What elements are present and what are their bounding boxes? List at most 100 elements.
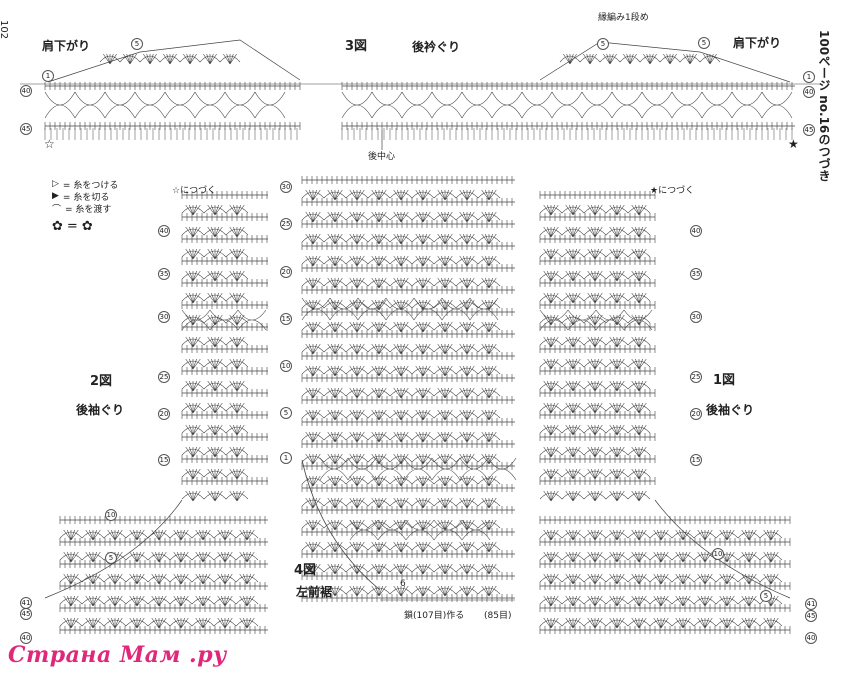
fan-stitch-row: [539, 226, 651, 238]
row-number: 5: [280, 407, 292, 419]
shoulder-slope-right-label: 肩下がり: [733, 36, 782, 50]
row-number: 30: [280, 181, 292, 193]
mesh-stitch-row: [319, 457, 517, 481]
figure-3-title: 後衿ぐり: [412, 40, 461, 54]
fan-stitch-row: [539, 270, 651, 282]
mesh-stitch-row: [44, 91, 286, 119]
stitch-ticks: [59, 516, 266, 524]
cluster-stitch-icon: ✿: [81, 218, 93, 234]
edging-row-label: 縁編み1段め: [598, 13, 649, 23]
row-number: 1: [280, 452, 292, 464]
fan-stitch-row: [181, 380, 249, 392]
stitch-ticks: [301, 264, 513, 272]
figure-1-title: 後袖ぐり: [706, 403, 755, 417]
mesh-stitch-row: [539, 309, 653, 331]
fan-stitch-row: [539, 424, 651, 436]
legend-text: =: [66, 218, 78, 234]
fan-stitch-row: [301, 409, 501, 421]
row-number: 40: [803, 86, 815, 98]
row-number: 5: [698, 37, 710, 49]
row-number: 1: [42, 70, 54, 82]
stitch-ticks: [59, 560, 266, 568]
fan-stitch-row: [301, 343, 501, 355]
row-number: 40: [690, 225, 702, 237]
row-number: 15: [280, 313, 292, 325]
black-star-marker: ★: [788, 137, 799, 151]
stitch-ticks: [301, 572, 513, 580]
stitch-ticks: [59, 538, 266, 546]
continue-to-black-star: ★につづく: [650, 186, 695, 196]
stitch-ticks: [301, 396, 513, 404]
stitch-ticks: [301, 550, 513, 558]
row-number: 5: [760, 590, 772, 602]
row-number: 45: [805, 610, 817, 622]
fan-stitch-row: [181, 468, 249, 480]
fan-stitch-row: [181, 226, 249, 238]
figure-1-number: 1図: [713, 373, 736, 388]
fan-stitch-row: [301, 277, 501, 289]
fan-stitch-row: [181, 490, 249, 502]
row-number: 25: [690, 371, 702, 383]
fan-stitch-row: [539, 446, 651, 458]
legend-cut-yarn: ▶ = 糸を切る: [52, 190, 110, 203]
stitch-ticks: [539, 213, 656, 221]
row-number: 25: [158, 371, 170, 383]
fan-stitch-row: [181, 204, 249, 216]
stitch-ticks: [539, 560, 791, 568]
stitch-ticks: [301, 484, 513, 492]
row-number: 30: [690, 311, 702, 323]
legend-text: = 糸を切る: [62, 192, 110, 203]
fan-stitch-row: [539, 380, 651, 392]
figure-4-title: 左前裾: [296, 585, 333, 599]
stitch-ticks: [539, 626, 791, 634]
stitch-ticks: [181, 477, 268, 485]
mesh-stitch-row: [341, 91, 793, 119]
fan-stitch-row: [99, 53, 241, 65]
attach-yarn-icon: ▷: [52, 179, 59, 189]
fan-stitch-row: [539, 292, 651, 304]
fan-stitch-row: [539, 468, 651, 480]
fan-stitch-row: [181, 446, 249, 458]
fan-stitch-row: [301, 585, 501, 597]
shoulder-slope-left: [47, 39, 301, 83]
fan-stitch-row: [181, 402, 249, 414]
continue-to-white-star: ☆につづく: [172, 186, 217, 196]
row-number: 5: [105, 552, 117, 564]
figure-3-number: 3図: [345, 39, 368, 54]
fan-stitch-row: [59, 529, 259, 541]
row-number: 15: [158, 454, 170, 466]
fan-stitch-row: [301, 387, 501, 399]
fan-stitch-row: [59, 595, 259, 607]
legend-text: = 糸を渡す: [65, 204, 112, 215]
stitch-ticks: [44, 82, 301, 90]
row-number: 40: [20, 85, 32, 97]
fan-stitch-row: [559, 53, 721, 65]
fan-stitch-row: [181, 292, 249, 304]
fan-stitch-row: [301, 497, 501, 509]
back-center-label: 後中心: [368, 152, 396, 162]
figure-2-number: 2図: [90, 374, 113, 389]
site-watermark: Страна Мам .ру: [8, 642, 227, 668]
figure-4-number: 4図: [294, 563, 317, 578]
stitch-ticks: [301, 176, 513, 184]
fan-stitch-row: [539, 248, 651, 260]
cut-yarn-icon: ▶: [52, 191, 59, 201]
stitch-ticks: [301, 330, 513, 338]
fan-stitch-row: [301, 541, 501, 553]
row-number: 41: [805, 598, 817, 610]
stitch-ticks: [539, 411, 656, 419]
stitch-ticks: [181, 389, 268, 397]
fan-stitch-row: [539, 529, 783, 541]
stitch-ticks: [539, 279, 656, 287]
stitch-ticks: [539, 477, 656, 485]
fan-stitch-row: [301, 255, 501, 267]
fan-stitch-row: [301, 519, 501, 531]
fan-stitch-row: [539, 551, 783, 563]
row-number: 10: [105, 509, 117, 521]
stitch-ticks: [181, 455, 268, 463]
carry-yarn-icon: ⌒: [52, 204, 62, 215]
shoulder-slope-left-label: 肩下がり: [42, 39, 91, 53]
stitch-ticks: [181, 367, 268, 375]
stitch-ticks: [301, 220, 513, 228]
row-number: 30: [158, 311, 170, 323]
